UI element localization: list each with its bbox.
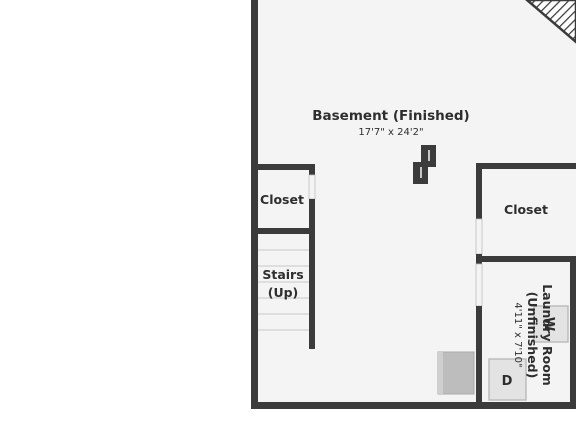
closet-left-side-wall-lower <box>309 199 315 234</box>
laundry-status: (Unfinished) <box>525 292 540 379</box>
closet-left-side-wall <box>309 164 315 175</box>
closet-right-bottom-wall <box>476 256 576 262</box>
closet-right-left-wall-bottom <box>476 254 482 264</box>
stairs-label: Stairs <box>262 267 303 282</box>
laundry-dimensions: 4'11" x 7'10" <box>512 302 523 367</box>
closet-right-door-gap <box>475 218 483 255</box>
laundry-right-wall <box>570 256 576 408</box>
outer-wall-left <box>251 0 258 409</box>
outer-wall-bottom <box>251 402 576 409</box>
closet-left-label: Closet <box>260 192 304 207</box>
laundry-label: Laundry Room <box>540 284 555 386</box>
closet-right-top-wall <box>476 163 576 169</box>
dryer-label: D <box>502 374 513 389</box>
dryer: D <box>488 358 527 401</box>
stair-treads <box>258 249 309 331</box>
closet-left-door-gap <box>308 174 316 200</box>
closet-right-left-wall-top <box>476 163 482 219</box>
washer-label: W <box>541 317 556 331</box>
closet-left-bottom-wall <box>255 228 315 234</box>
washer: W <box>533 305 569 343</box>
stairs <box>258 234 315 349</box>
laundry-label-group: Laundry Room (Unfinished) 4'11" x 7'10" <box>512 284 555 386</box>
closet-right-label: Closet <box>504 202 548 217</box>
basement-dimensions: 17'7" x 24'2" <box>358 127 423 138</box>
utility-block <box>437 351 475 395</box>
laundry-door-gap <box>475 263 483 307</box>
stairs-direction: (Up) <box>268 285 299 300</box>
laundry-left-wall <box>476 306 482 406</box>
closet-left-top-wall <box>255 164 315 170</box>
basement-label: Basement (Finished) <box>312 108 469 124</box>
hatched-corner <box>525 0 576 44</box>
stairs-right-wall <box>309 234 315 349</box>
